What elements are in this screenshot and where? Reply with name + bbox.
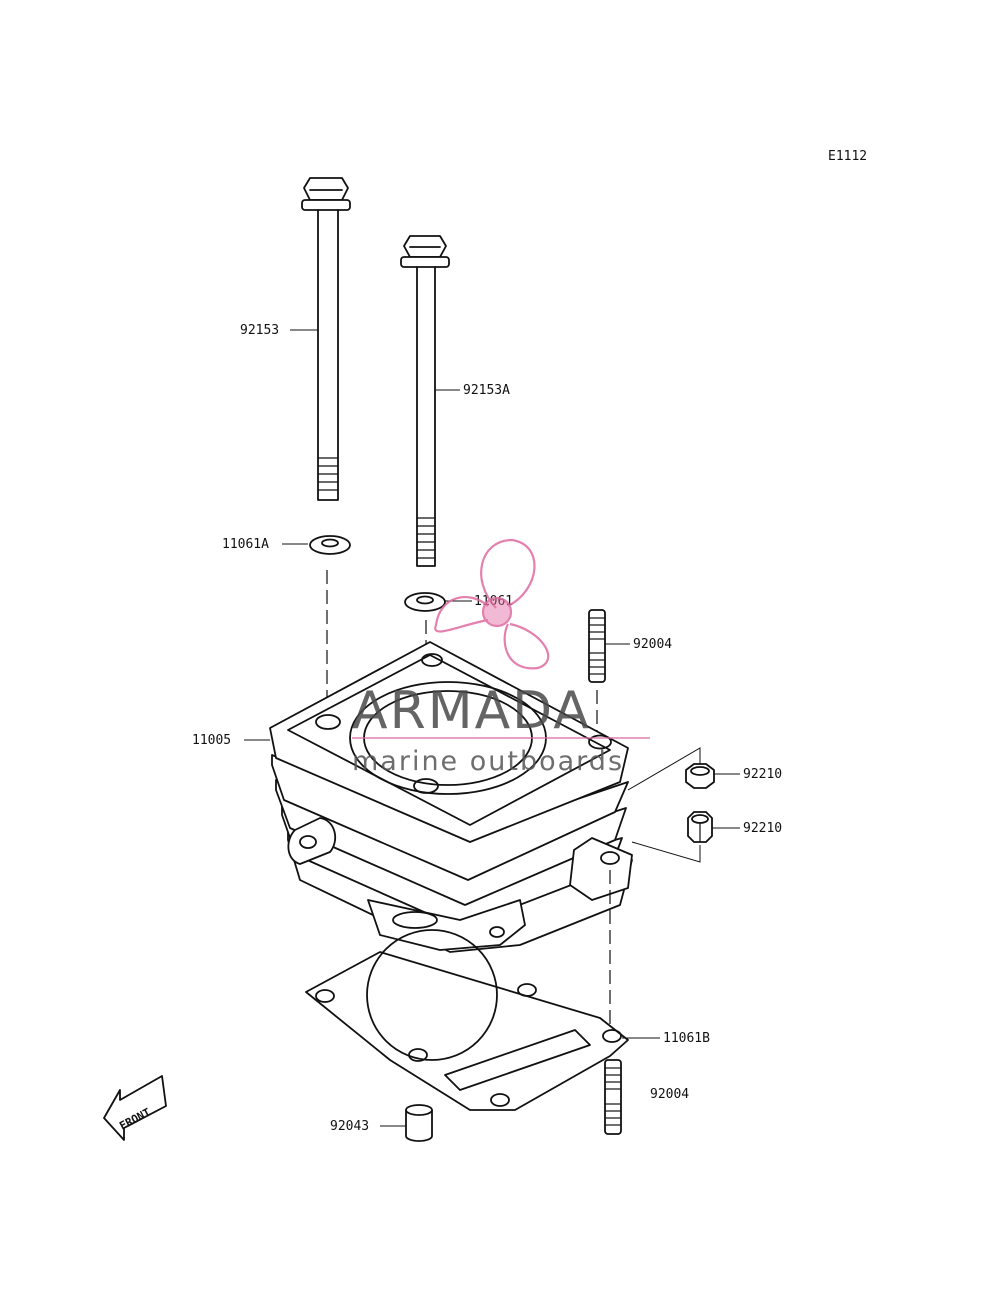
washer-11061a[interactable] <box>309 535 351 555</box>
watermark-tagline: marine outboards <box>352 746 624 777</box>
stud-92004-bottom[interactable] <box>604 1059 622 1135</box>
dowel-pin-92043[interactable] <box>405 1104 433 1142</box>
gasket-11061b[interactable] <box>305 929 629 1111</box>
cylinder-11005[interactable] <box>269 641 633 953</box>
front-arrow-icon: FRONT <box>103 1075 167 1141</box>
label-92210-lower: 92210 <box>743 821 782 836</box>
bolt-92153a[interactable] <box>400 235 450 567</box>
watermark-logo: ARMADA marine outboards <box>352 538 650 777</box>
label-92153a: 92153A <box>463 383 510 398</box>
bracket-upper <box>627 747 701 791</box>
bolt-92153[interactable] <box>301 177 351 501</box>
nut-92210-upper[interactable] <box>685 763 715 789</box>
label-92043: 92043 <box>330 1119 369 1134</box>
bracket-lower <box>631 841 701 863</box>
watermark-brand: ARMADA <box>352 681 591 741</box>
label-11061a: 11061A <box>222 537 269 552</box>
diagram-code: E1112 <box>828 149 867 164</box>
label-92004-bottom: 92004 <box>650 1087 689 1102</box>
washer-11061[interactable] <box>404 592 446 612</box>
label-92210-upper: 92210 <box>743 767 782 782</box>
label-92004-top: 92004 <box>633 637 672 652</box>
label-11005: 11005 <box>192 733 231 748</box>
label-92153: 92153 <box>240 323 279 338</box>
stud-92004-top[interactable] <box>588 609 606 683</box>
nut-92210-lower[interactable] <box>687 811 713 843</box>
propeller-icon <box>434 538 550 670</box>
label-11061b: 11061B <box>663 1031 710 1046</box>
